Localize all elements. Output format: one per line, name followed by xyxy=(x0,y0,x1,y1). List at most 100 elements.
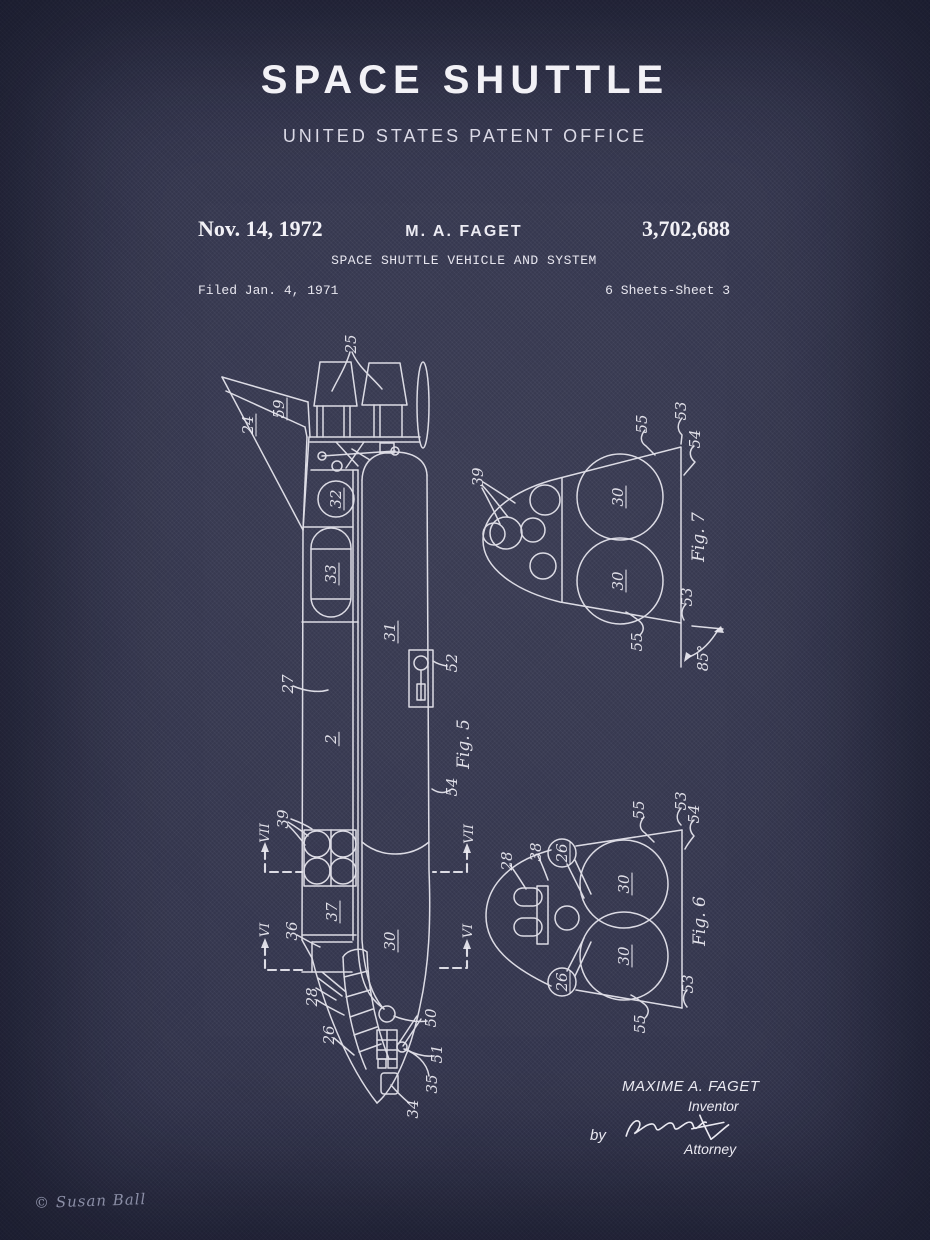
figure-label: Fig. 6 xyxy=(690,896,710,947)
figure-label: 55 xyxy=(630,800,648,819)
figure-label: 53 xyxy=(672,401,690,420)
svg-text:39: 39 xyxy=(274,809,292,829)
svg-text:53: 53 xyxy=(672,791,690,810)
patent-filing-row: Filed Jan. 4, 1971 6 Sheets-Sheet 3 xyxy=(198,283,730,298)
figure-label: 26 xyxy=(320,1025,338,1046)
svg-text:VI: VI xyxy=(461,923,476,938)
fig5-line-art xyxy=(221,351,451,1104)
figure-label: VII xyxy=(462,823,477,844)
inventor-name: MAXIME A. FAGET xyxy=(622,1078,760,1095)
invention-title: SPACE SHUTTLE VEHICLE AND SYSTEM xyxy=(331,253,597,268)
svg-text:26: 26 xyxy=(553,843,571,864)
svg-text:54: 54 xyxy=(686,429,704,448)
patent-inventor-short: M. A. FAGET xyxy=(405,223,523,240)
figure-label: 59 xyxy=(270,397,288,421)
figure-label: 26 xyxy=(553,970,571,994)
svg-text:55: 55 xyxy=(628,632,646,651)
svg-text:37: 37 xyxy=(323,902,341,922)
figure-label: 52 xyxy=(443,653,461,672)
figure-label: 25 xyxy=(342,334,360,354)
figure-label: 2 xyxy=(322,731,340,747)
svg-text:59: 59 xyxy=(270,399,288,419)
figure-label: 50 xyxy=(422,1008,440,1028)
svg-text:Fig. 7: Fig. 7 xyxy=(689,512,709,563)
figure-label: Fig. 5 xyxy=(454,719,474,770)
svg-text:2: 2 xyxy=(322,734,340,745)
figure-label: 53 xyxy=(678,587,696,606)
svg-text:53: 53 xyxy=(679,974,697,993)
figure-label: 51 xyxy=(428,1044,446,1063)
svg-text:27: 27 xyxy=(279,674,297,695)
figure-label: VI xyxy=(258,922,273,937)
patent-date: Nov. 14, 1972 xyxy=(198,216,323,241)
svg-text:28: 28 xyxy=(498,851,516,871)
svg-text:35: 35 xyxy=(423,1074,441,1093)
svg-text:31: 31 xyxy=(381,622,399,641)
fig7-line-art xyxy=(481,417,724,668)
svg-text:52: 52 xyxy=(443,653,461,672)
svg-text:30: 30 xyxy=(609,571,627,591)
svg-text:25: 25 xyxy=(342,334,360,354)
svg-text:32: 32 xyxy=(327,489,345,508)
figure-label: 53 xyxy=(679,974,697,993)
figure-label: 28 xyxy=(303,987,321,1007)
poster-title: SPACE SHUTTLE xyxy=(260,58,670,102)
figure-label: 38 xyxy=(527,842,545,861)
section-cut-arrows xyxy=(261,626,724,949)
figure-label: 36 xyxy=(283,921,301,941)
figure-label: VI xyxy=(461,923,476,938)
svg-text:55: 55 xyxy=(630,800,648,819)
svg-text:Fig. 6: Fig. 6 xyxy=(690,896,710,947)
svg-text:30: 30 xyxy=(609,487,627,507)
svg-text:30: 30 xyxy=(381,931,399,951)
figure-label: 32 xyxy=(327,487,345,511)
figure-label: 54 xyxy=(685,804,703,823)
attorney-signature-scribble xyxy=(625,1114,730,1140)
svg-text:VI: VI xyxy=(258,922,273,937)
svg-text:38: 38 xyxy=(527,842,545,861)
figure-label: 28 xyxy=(498,851,516,871)
svg-text:51: 51 xyxy=(428,1044,446,1063)
figure-label: 39 xyxy=(469,467,487,487)
figure-label: 26 xyxy=(553,841,571,865)
patent-number: 3,702,688 xyxy=(642,216,730,241)
patent-header: Nov. 14, 1972 M. A. FAGET 3,702,688 SPAC… xyxy=(198,216,730,298)
signature-block: MAXIME A. FAGET Inventor by Attorney xyxy=(560,1078,818,1157)
attorney-signature-row: by xyxy=(560,1114,818,1144)
svg-text:50: 50 xyxy=(422,1008,440,1028)
svg-text:54: 54 xyxy=(443,777,461,796)
figure-label: 30 xyxy=(381,929,399,953)
inventor-role: Inventor xyxy=(688,1098,739,1114)
figure-label: 37 xyxy=(323,900,341,924)
svg-text:36: 36 xyxy=(283,921,301,941)
figure-label: 33 xyxy=(322,562,340,586)
figure-label: 85° xyxy=(694,645,712,672)
by-label: by xyxy=(590,1127,606,1144)
attorney-role: Attorney xyxy=(684,1141,737,1157)
svg-text:53: 53 xyxy=(672,401,690,420)
svg-text:28: 28 xyxy=(303,987,321,1007)
svg-text:30: 30 xyxy=(615,874,633,894)
figure-label: VII xyxy=(258,822,273,843)
figure-label: 24 xyxy=(239,413,257,437)
figure-label: 53 xyxy=(672,791,690,810)
svg-text:34: 34 xyxy=(404,1099,422,1118)
poster-subtitle: UNITED STATES PATENT OFFICE xyxy=(282,126,648,146)
figure-label: 30 xyxy=(609,569,627,593)
svg-text:26: 26 xyxy=(553,972,571,993)
svg-text:54: 54 xyxy=(685,804,703,823)
section-cut-lines xyxy=(263,849,469,972)
patent-filed-date: Filed Jan. 4, 1971 xyxy=(198,283,339,298)
figure-label: 31 xyxy=(381,620,399,644)
figure-label: 55 xyxy=(631,1014,649,1033)
figure-label: 27 xyxy=(279,674,297,695)
svg-text:33: 33 xyxy=(322,564,340,583)
svg-text:Fig. 5: Fig. 5 xyxy=(454,719,474,770)
figure-label: 55 xyxy=(628,632,646,651)
figure-label: 54 xyxy=(686,429,704,448)
svg-text:55: 55 xyxy=(631,1014,649,1033)
svg-text:53: 53 xyxy=(678,587,696,606)
figure-label: 54 xyxy=(443,777,461,796)
